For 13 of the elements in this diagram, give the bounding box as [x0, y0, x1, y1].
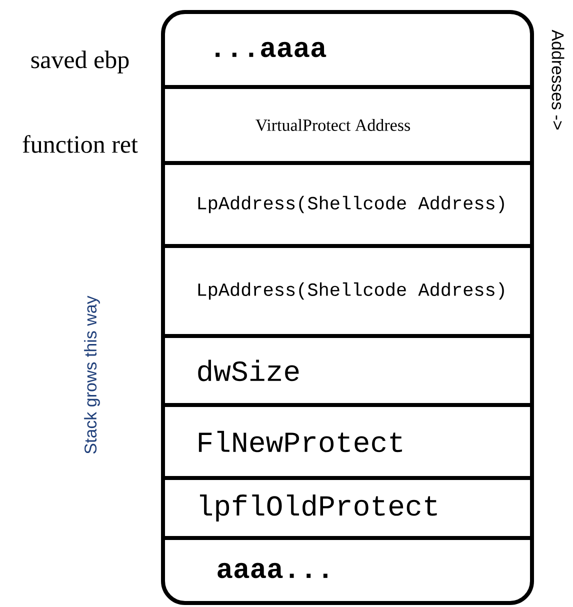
stack-slot: ...aaaa — [216, 42, 326, 58]
stack-frame — [161, 10, 534, 605]
address-direction-note: Addresses -> — [552, 30, 564, 130]
stack-slot: FlNewProtect — [198, 430, 402, 452]
slot-label: function ret — [22, 135, 138, 153]
stack-slot: VirtualProtect Address — [256, 118, 410, 132]
stack-slot: lpflOldProtect — [200, 494, 437, 522]
slot-label: saved ebp — [31, 50, 129, 74]
stack-slot: LpAddress(Shellcode Address) — [198, 282, 504, 300]
stack-growth-note: Stack grows this way — [84, 296, 100, 454]
stack-slot: aaaa... — [218, 562, 328, 578]
stack-slot: dwSize — [198, 360, 299, 382]
stack-slot: LpAddress(Shellcode Address) — [198, 196, 504, 214]
